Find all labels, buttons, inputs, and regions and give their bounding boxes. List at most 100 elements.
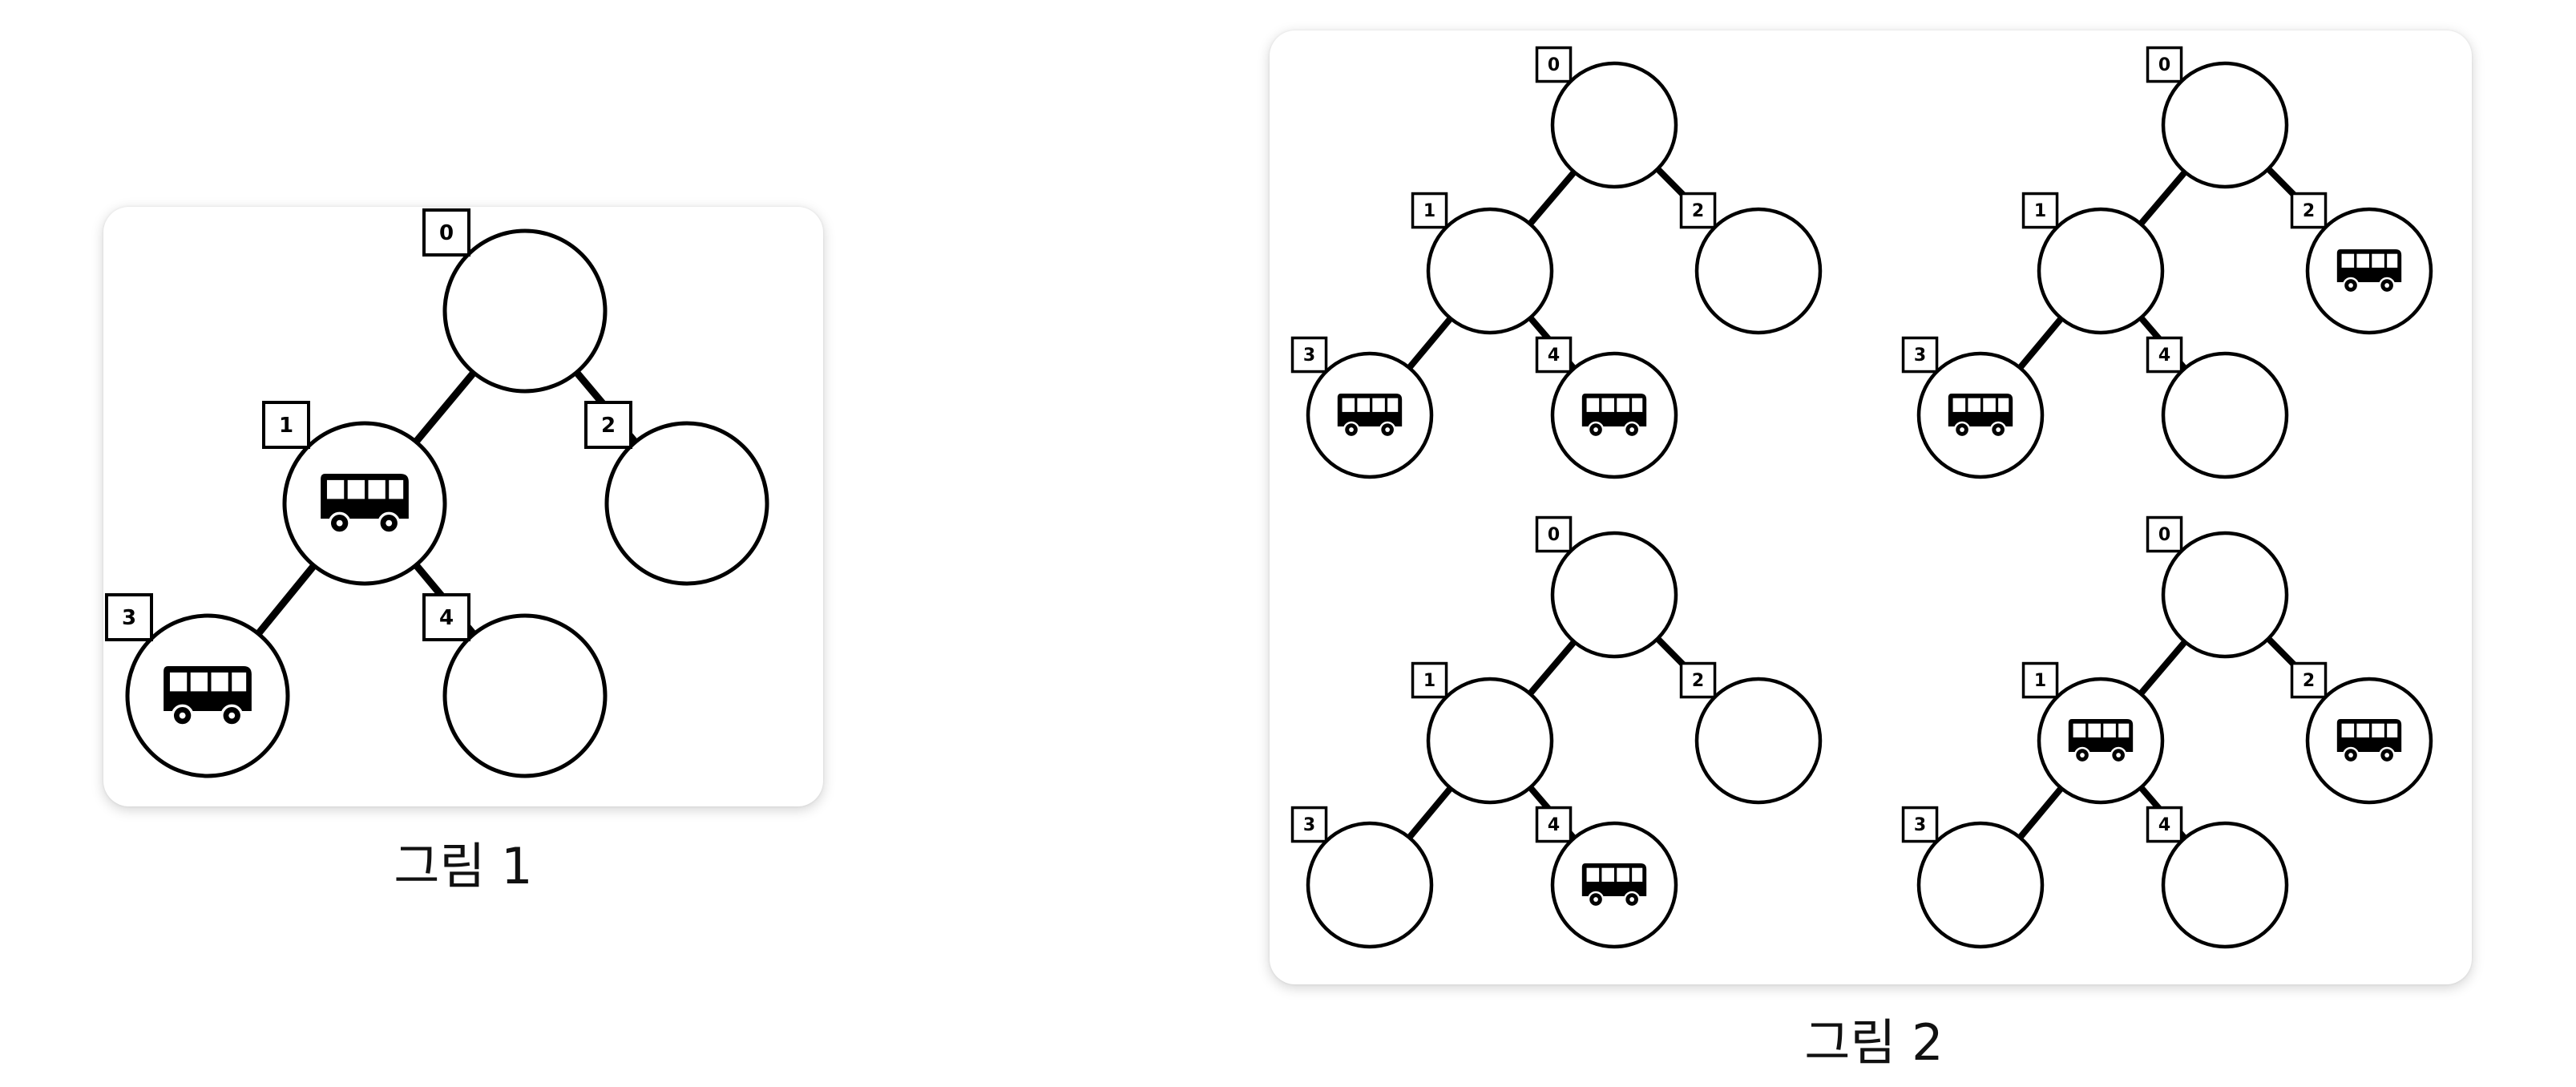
figure-1-tree-diagram: 0 1 2 3 4 [105, 208, 769, 778]
tree-node-1: 1 [1411, 661, 1554, 805]
tree-node-0: 0 [1535, 46, 1678, 189]
figure-2-tree-diagrams: 0 1 2 3 4 0 1 2 3 4 0 1 2 3 4 0 1 2 3 4 [1290, 46, 2433, 949]
tree-node-3: 3 [1290, 806, 1434, 949]
node-label-tag: 0 [2146, 515, 2183, 553]
tree-node-1: 1 [2021, 192, 2165, 335]
edge-1-3 [2017, 316, 2064, 370]
tree-3: 0 1 2 3 4 [1290, 515, 1823, 949]
node-label-tag: 2 [584, 401, 632, 449]
node-label-tag: 4 [1535, 336, 1573, 374]
node-label-tag: 1 [2021, 661, 2059, 699]
node-label: 3 [122, 606, 136, 630]
bus-icon [1337, 393, 1403, 438]
bus-icon [321, 474, 409, 535]
tree-node-4: 4 [2146, 806, 2289, 949]
node-label: 3 [1303, 815, 1315, 835]
tree-1: 0 1 2 3 4 [1290, 46, 1823, 479]
node-label-tag: 2 [1679, 192, 1717, 229]
tree-node-2: 2 [1679, 661, 1823, 805]
bus-icon [164, 666, 252, 727]
node-label: 0 [1548, 55, 1560, 75]
tree-node-2: 2 [2290, 192, 2433, 335]
edge-1-3 [1407, 316, 1453, 370]
figure-2-caption: 그림 2 [1804, 1013, 1944, 1072]
node-label-tag: 2 [2290, 192, 2328, 229]
tree-node-2: 2 [1679, 192, 1823, 335]
node-label: 4 [439, 606, 454, 630]
node-label-tag: 1 [1411, 192, 1448, 229]
node-label: 3 [1914, 345, 1926, 366]
tree-node-0: 0 [2146, 515, 2289, 659]
figure-2-panel: 0 1 2 3 4 0 1 2 3 4 0 1 2 3 4 0 1 2 3 4 [1270, 30, 2472, 984]
tree-node-0: 0 [2146, 46, 2289, 189]
node-label-tag: 0 [422, 208, 470, 257]
figure-1-caption: 그림 1 [394, 837, 533, 895]
edge-1-3 [255, 563, 317, 636]
node-label: 1 [279, 414, 293, 438]
tree-node-4: 4 [1535, 336, 1678, 479]
node-label: 2 [2303, 201, 2315, 221]
node-label-tag: 3 [1290, 806, 1328, 843]
node-label-tag: 2 [1679, 661, 1717, 699]
node-label: 1 [2034, 671, 2046, 691]
node-label-tag: 2 [2290, 661, 2328, 699]
bus-icon [1581, 863, 1647, 908]
tree-node-2: 2 [584, 401, 769, 586]
node-label: 2 [601, 414, 616, 438]
tree-node-2: 2 [2290, 661, 2433, 805]
tree-node-1: 1 [262, 401, 447, 586]
edge-1-3 [2017, 786, 2064, 840]
tree-node-0: 0 [422, 208, 608, 394]
node-label: 1 [1423, 671, 1435, 691]
tree-node-1: 1 [1411, 192, 1554, 335]
node-label: 2 [2303, 671, 2315, 691]
bus-icon [2068, 718, 2134, 764]
edge-0-1 [1527, 640, 1577, 696]
node-label: 1 [2034, 201, 2046, 221]
tree-node-3: 3 [105, 593, 290, 778]
node-label-tag: 0 [1535, 46, 1573, 83]
tree-4: 0 1 2 3 4 [1901, 515, 2433, 949]
node-label-tag: 4 [1535, 806, 1573, 843]
node-label: 4 [1548, 815, 1560, 835]
node-label: 4 [2158, 345, 2170, 366]
node-label-tag: 1 [1411, 661, 1448, 699]
tree-node-0: 0 [1535, 515, 1678, 659]
tree-node-4: 4 [2146, 336, 2289, 479]
edge-0-1 [413, 370, 477, 445]
node-label-tag: 3 [1290, 336, 1328, 374]
tree-node-4: 4 [1535, 806, 1678, 949]
edge-1-3 [1407, 786, 1453, 840]
node-label: 2 [1692, 671, 1704, 691]
node-label-tag: 3 [105, 593, 153, 641]
node-label-tag: 4 [2146, 336, 2183, 374]
tree-node-3: 3 [1901, 806, 2045, 949]
figure-1-panel: 0 1 2 3 4 [103, 207, 823, 806]
node-label: 4 [2158, 815, 2170, 835]
node-label-tag: 4 [422, 593, 470, 641]
tree-node-3: 3 [1901, 336, 2045, 479]
bus-icon [1948, 393, 2013, 438]
tree-1: 0 1 2 3 4 [105, 208, 769, 778]
node-label: 0 [1548, 525, 1560, 545]
tree-node-4: 4 [422, 593, 608, 778]
node-label: 1 [1423, 201, 1435, 221]
node-label-tag: 1 [262, 401, 310, 449]
edge-0-1 [2138, 170, 2188, 226]
node-label-tag: 3 [1901, 806, 1939, 843]
node-label: 2 [1692, 201, 1704, 221]
node-label: 0 [2158, 525, 2170, 545]
node-label: 3 [1914, 815, 1926, 835]
node-label: 0 [2158, 55, 2170, 75]
node-label-tag: 1 [2021, 192, 2059, 229]
bus-icon [1581, 393, 1647, 438]
edge-0-1 [2138, 640, 2188, 696]
node-label: 4 [1548, 345, 1560, 366]
bus-icon [2336, 249, 2402, 294]
node-label-tag: 0 [1535, 515, 1573, 553]
node-label-tag: 4 [2146, 806, 2183, 843]
node-label-tag: 0 [2146, 46, 2183, 83]
tree-2: 0 1 2 3 4 [1901, 46, 2433, 479]
bus-icon [2336, 718, 2402, 764]
tree-node-3: 3 [1290, 336, 1434, 479]
